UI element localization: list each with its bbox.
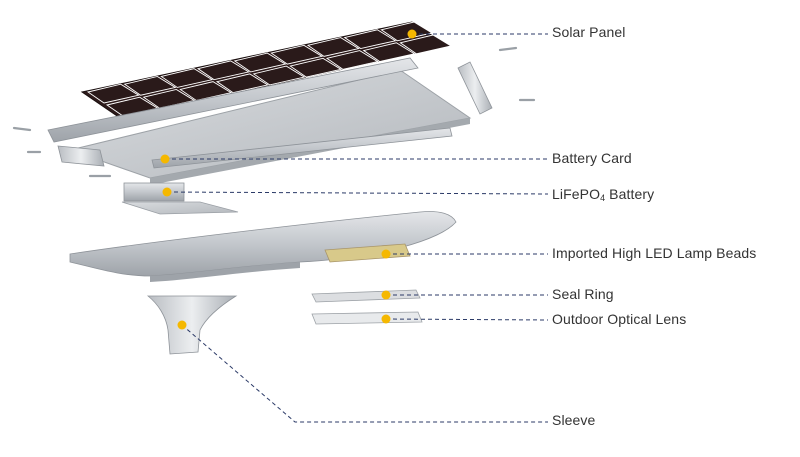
sleeve-body <box>146 295 238 355</box>
screw <box>12 126 32 132</box>
solar-cell <box>160 68 214 88</box>
marker-lifepo4-battery <box>162 187 172 197</box>
label-lifepo4-battery: LiFePO4 Battery <box>552 186 654 203</box>
marker-solar-panel <box>407 29 417 39</box>
solar-cell <box>252 65 306 86</box>
solar-cell <box>215 73 269 94</box>
leader-line-lifepo4-battery <box>166 191 549 195</box>
label-led-lamp-beads: Imported High LED Lamp Beads <box>552 245 757 261</box>
solar-cell <box>362 42 416 63</box>
battery-module <box>121 182 239 215</box>
seal-ring-part <box>311 289 421 303</box>
solar-cell <box>289 57 343 78</box>
solar-cell <box>270 44 324 65</box>
left-end-cap <box>57 145 105 167</box>
solar-cell <box>380 21 434 42</box>
leader-lines <box>160 29 549 423</box>
right-end-cap <box>457 61 493 115</box>
front-rail <box>47 57 419 143</box>
solar-cell <box>196 60 250 81</box>
solar-cell <box>306 37 360 57</box>
optical-lens-part <box>311 311 423 325</box>
leader-line-optical-lens <box>385 318 549 321</box>
sleeve-part <box>146 295 238 355</box>
screw <box>498 46 518 52</box>
label-lifepo4-prefix: LiFePO <box>552 186 601 202</box>
lamp-housing <box>69 211 457 277</box>
marker-optical-lens <box>381 314 391 324</box>
marker-sleeve <box>177 320 187 330</box>
solar-cell <box>179 81 233 101</box>
solar-cell <box>399 34 453 55</box>
marker-led-lamp-beads <box>381 249 391 259</box>
solar-cell <box>86 83 140 104</box>
solar-panel-part <box>80 21 453 119</box>
marker-battery-card <box>160 154 170 164</box>
solar-cell <box>142 88 196 109</box>
label-optical-lens: Outdoor Optical Lens <box>552 311 687 327</box>
label-sleeve: Sleeve <box>552 412 596 428</box>
lamp-housing-shadow <box>150 262 300 282</box>
solar-cell <box>343 29 397 50</box>
solar-cells <box>86 21 453 117</box>
lifepo4-battery-part <box>121 201 239 215</box>
solar-cell <box>123 75 177 96</box>
label-lifepo4-suffix: Battery <box>605 186 655 202</box>
solar-cell <box>233 52 287 73</box>
label-lifepo4-subscript: 4 <box>600 193 606 203</box>
lamp-housing-part <box>69 211 457 282</box>
leader-line-sleeve <box>181 324 548 423</box>
label-seal-ring: Seal Ring <box>552 286 614 302</box>
label-battery-card: Battery Card <box>552 150 632 166</box>
marker-seal-ring <box>381 290 391 300</box>
solar-cell <box>325 50 379 70</box>
label-solar-panel: Solar Panel <box>552 24 626 40</box>
frame-rails <box>47 57 493 169</box>
rear-rail <box>151 127 453 169</box>
